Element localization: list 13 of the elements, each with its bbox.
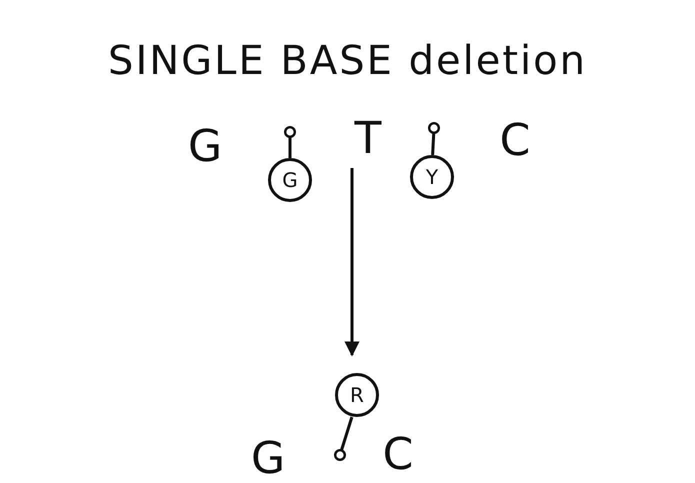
circled-letter: R xyxy=(335,373,379,417)
base-letter: C xyxy=(373,430,423,478)
base-letter: G xyxy=(180,118,230,174)
base-letter: C xyxy=(490,112,540,168)
pin-line xyxy=(334,416,354,461)
pin-line xyxy=(428,122,440,156)
title: SINGLE BASE deletion xyxy=(107,38,588,84)
circled-letter: G xyxy=(268,158,312,202)
pin-line xyxy=(284,126,296,158)
base-letter: T xyxy=(348,110,388,166)
base-letter: G xyxy=(243,434,293,482)
arrow xyxy=(344,168,360,356)
circled-letter: Y xyxy=(410,155,454,199)
